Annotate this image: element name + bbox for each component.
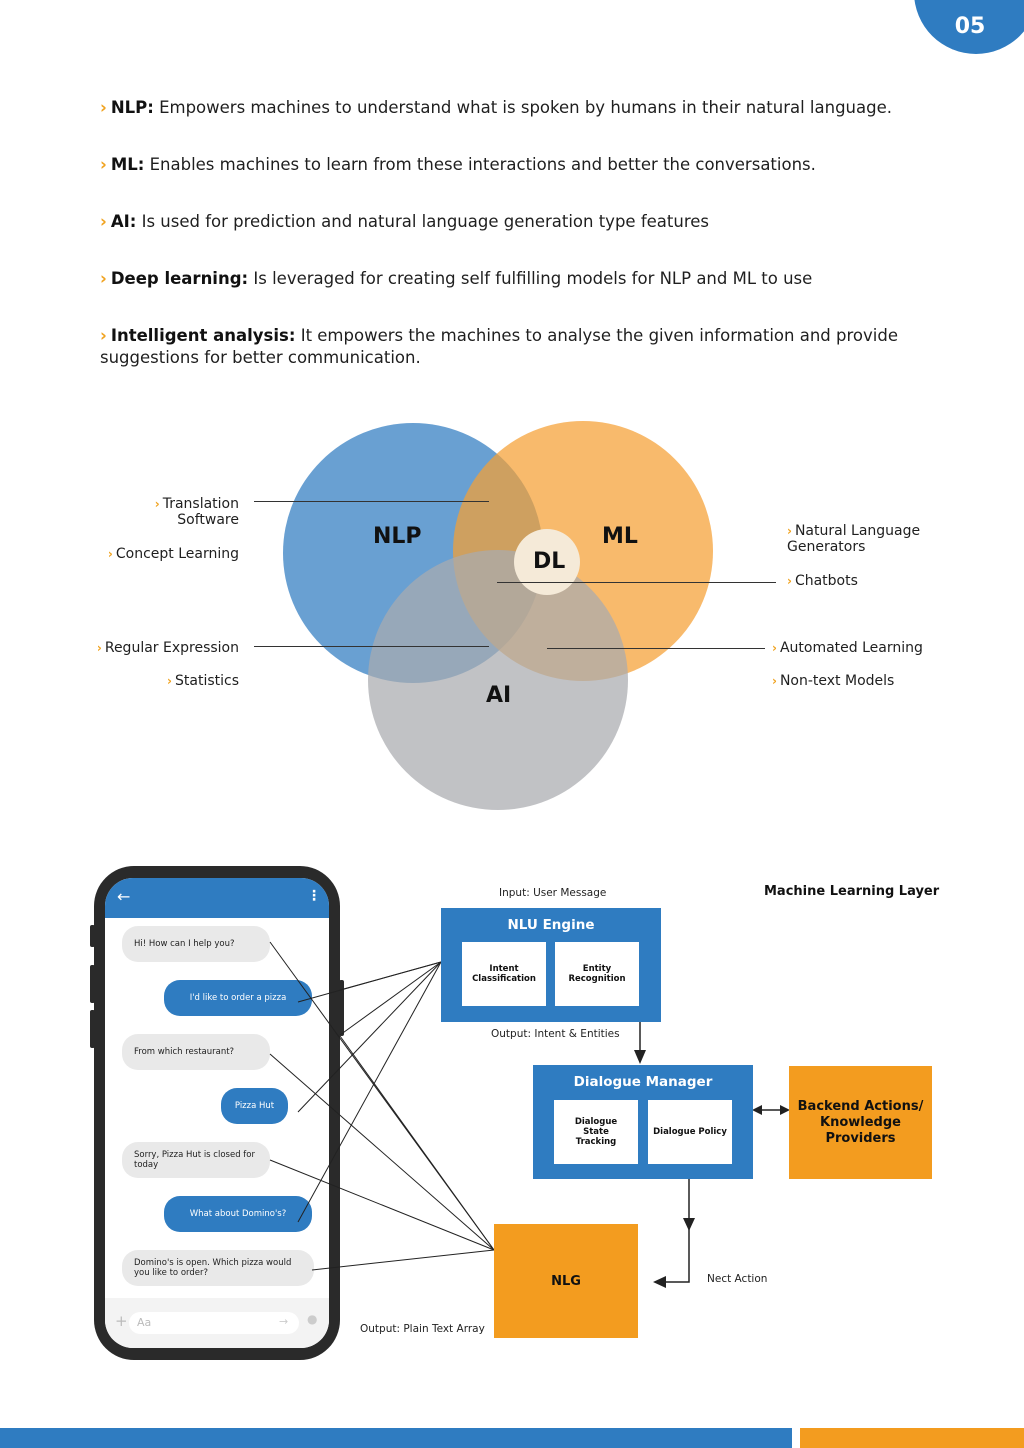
phone-button [90,925,95,947]
venn-left-label: ›Statistics [167,673,239,689]
venn-circle-dl [514,529,580,595]
nlg-label: NLG [551,1273,581,1289]
back-arrow-icon[interactable]: ← [117,887,131,906]
venn-label-ai: AI [486,683,512,708]
venn-label-dl: DL [533,549,566,574]
plus-icon[interactable]: + [115,1312,128,1330]
venn-left-label: ›Translation Software [154,496,239,528]
chat-message-incoming: From which restaurant? [122,1034,270,1070]
venn-diagram [283,421,713,810]
chevron-right-icon: › [772,641,777,655]
chevron-right-icon: › [100,212,107,231]
footer-bar-orange [800,1428,1024,1448]
leader-line [497,582,776,583]
phone-button [339,980,344,1036]
chevron-right-icon: › [167,674,172,688]
chat-composer: + Aa → ● [105,1298,329,1348]
nlu-engine-title: NLU Engine [507,917,595,933]
chevron-right-icon: › [787,574,792,588]
dialogue-manager-box: Dialogue Manager Dialogue State Tracking… [533,1065,753,1179]
venn-left-label: ›Concept Learning [107,546,239,562]
layer-title: Machine Learning Layer [764,884,940,899]
dialogue-manager-title: Dialogue Manager [573,1074,713,1090]
chat-message-outgoing: Pizza Hut [221,1088,288,1124]
next-action-label: Nect Action [707,1273,768,1285]
more-options-icon[interactable]: ⋮ [307,888,321,904]
leader-line [254,646,489,647]
bullet-ml: ›ML: Enables machines to learn from thes… [100,155,816,174]
chevron-right-icon: › [100,155,107,174]
nlu-output-label: Output: Intent & Entities [491,1028,620,1040]
chevron-right-icon: › [154,497,160,511]
dialogue-policy-box: Dialogue Policy [648,1100,732,1164]
nlu-engine-box: NLU Engine Intent Classification Entity … [441,908,661,1022]
venn-label-nlp: NLP [373,524,422,549]
venn-right-label: ›Natural Language Generators [787,523,921,555]
venn-label-ml: ML [602,524,638,549]
venn-right-label: ›Chatbots [787,573,858,589]
send-arrow-icon[interactable]: → [279,1315,289,1328]
venn-right-label: ›Non-text Models [772,673,895,689]
chevron-right-icon: › [772,674,777,688]
page-number: 05 [954,14,986,39]
nlg-box: NLG [494,1224,638,1338]
chevron-right-icon: › [96,641,102,655]
chat-message-incoming: Hi! How can I help you? [122,926,270,962]
chat-header: ← ⋮ [105,878,329,918]
phone-button [90,965,95,1003]
bullet-intelligent-analysis: ›Intelligent analysis: It empowers the m… [100,326,898,367]
chevron-right-icon: › [107,547,113,561]
chat-message-incoming: Sorry, Pizza Hut is closed for today [122,1142,270,1178]
intent-classification-box: Intent Classification [462,942,546,1006]
venn-right-label: ›Automated Learning [772,640,923,656]
message-input[interactable]: Aa → [129,1312,299,1334]
chat-message-incoming: Domino's is open. Which pizza would you … [122,1250,314,1286]
bullet-ai: ›AI: Is used for prediction and natural … [100,212,709,231]
chevron-right-icon: › [787,524,792,538]
backend-box: Backend Actions/ Knowledge Providers [789,1066,932,1179]
footer-bar-blue [0,1428,792,1448]
input-label: Input: User Message [499,887,607,899]
entity-recognition-box: Entity Recognition [555,942,639,1006]
venn-circle-ai [368,550,628,810]
chevron-right-icon: › [100,269,107,288]
dialogue-state-tracking-box: Dialogue State Tracking [554,1100,638,1164]
output-label: Output: Plain Text Array [360,1323,485,1335]
chevron-right-icon: › [100,98,107,117]
bullet-deep-learning: ›Deep learning: Is leveraged for creatin… [100,269,813,288]
leader-line [547,648,765,649]
chevron-right-icon: › [100,326,107,345]
microphone-icon[interactable]: ● [307,1312,318,1326]
leader-line [254,501,489,502]
backend-label: Backend Actions/ Knowledge Providers [797,1098,924,1146]
phone-button [90,1010,95,1048]
venn-left-label: ›Regular Expression [96,640,239,656]
phone-screen: ← ⋮ Hi! How can I help you? I'd like to … [105,878,329,1348]
chat-message-outgoing: I'd like to order a pizza [164,980,312,1016]
chat-message-outgoing: What about Domino's? [164,1196,312,1232]
bullet-nlp: ›NLP: Empowers machines to understand wh… [100,98,892,117]
